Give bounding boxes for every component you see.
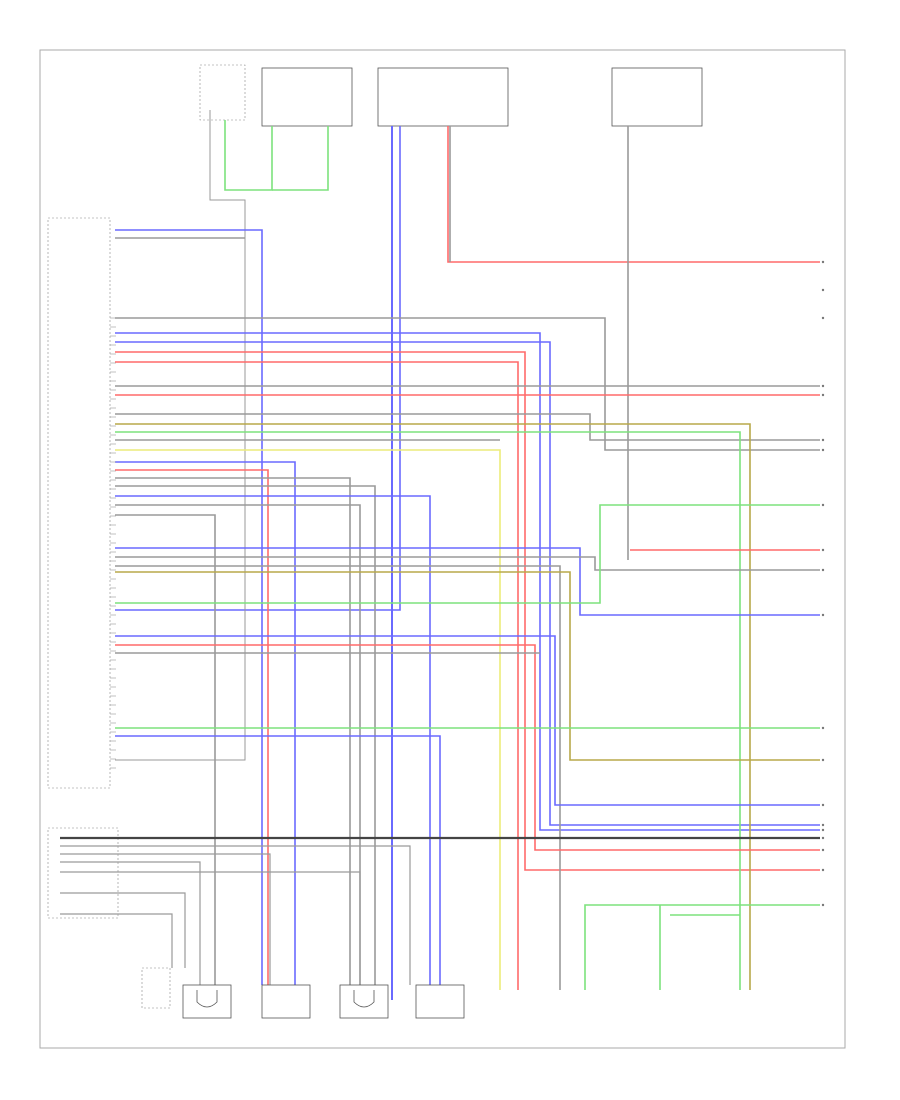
- wire-row-1: [115, 229, 263, 985]
- terminal-dot: [821, 613, 825, 617]
- terminal-dot: [821, 726, 825, 730]
- wire-harness: [60, 110, 820, 1000]
- terminal-dot: [821, 803, 825, 807]
- top-components: [199, 64, 703, 127]
- wire-lower-7: [60, 913, 173, 968]
- wire-lower-3: [60, 853, 271, 985]
- right-rear-speed-sensor: [415, 984, 465, 1019]
- wire-row-31: [115, 735, 441, 985]
- wire-row-4: [115, 332, 820, 831]
- wire-lower-6: [60, 892, 186, 968]
- fuse-block-b: [377, 67, 509, 127]
- wire-row-20: [115, 504, 361, 985]
- terminal-dot: [821, 903, 825, 907]
- left-rear-speed-sensor: [339, 984, 389, 1019]
- wire-row-28: [115, 644, 820, 851]
- wire-row-17: [115, 477, 351, 985]
- diagram-frame: [39, 49, 846, 1049]
- terminal-dot: [821, 384, 825, 388]
- wire-row-3: [115, 317, 820, 451]
- wire-green-short: [584, 904, 820, 990]
- left-front-sensor-symbol: [196, 990, 218, 1008]
- terminal-dot: [821, 316, 825, 320]
- module-pin-labels: [110, 317, 116, 769]
- right-terminals: [821, 260, 825, 907]
- wire-row-22: [115, 547, 820, 616]
- terminal-dot: [821, 823, 825, 827]
- fuse-block-a: [261, 67, 353, 127]
- bottom-sensors: [141, 967, 465, 1019]
- fuse-block-c: [611, 67, 703, 127]
- brake-light-unit: [141, 967, 171, 1009]
- terminal-dot: [821, 868, 825, 872]
- terminal-dot: [821, 393, 825, 397]
- wire-row-6: [115, 351, 820, 871]
- wire-row-18: [115, 485, 376, 985]
- wire-row-25: [115, 571, 820, 761]
- wire-row-5: [115, 341, 820, 826]
- wire-gray-brake: [115, 110, 246, 761]
- left-module-boundary: [47, 217, 111, 789]
- terminal-dot: [821, 288, 825, 292]
- wire-row-27: [115, 635, 820, 806]
- wire-row-23: [115, 556, 820, 571]
- left-module-lower-boundary: [47, 827, 119, 919]
- wire-lower-2: [60, 845, 411, 985]
- wire-row-7: [115, 361, 519, 990]
- wire-row-24: [115, 565, 561, 990]
- terminal-dot: [821, 758, 825, 762]
- terminal-dot: [821, 828, 825, 832]
- wire-green-a: [224, 120, 273, 191]
- right-front-speed-sensor: [261, 984, 311, 1019]
- left-control-module: [47, 217, 119, 919]
- wire-lower-5: [60, 871, 361, 985]
- brake-switch-box: [199, 64, 246, 121]
- wire-row-11: [115, 423, 751, 990]
- wire-row-14: [115, 449, 501, 990]
- wire-row-19: [115, 495, 431, 985]
- left-front-speed-sensor: [182, 984, 232, 1019]
- terminal-dot: [821, 836, 825, 840]
- terminal-dot: [821, 848, 825, 852]
- wire-row-26: [115, 504, 820, 604]
- wire-row-16: [115, 469, 269, 985]
- terminal-dot: [821, 568, 825, 572]
- wire-green-b: [272, 126, 329, 191]
- wire-row-12: [115, 431, 741, 990]
- wire-red-feed: [447, 126, 820, 263]
- terminal-dot: [821, 260, 825, 264]
- terminal-dot: [821, 548, 825, 552]
- wire-row-21: [115, 514, 216, 985]
- wire-lower-4: [60, 861, 201, 985]
- wire-blue-feed-2: [115, 126, 401, 611]
- wire-row-10: [115, 413, 820, 441]
- left-rear-sensor-symbol: [353, 990, 375, 1008]
- terminal-dot: [821, 438, 825, 442]
- wire-row-15: [115, 461, 296, 985]
- terminal-dot: [821, 448, 825, 452]
- terminal-dot: [821, 503, 825, 507]
